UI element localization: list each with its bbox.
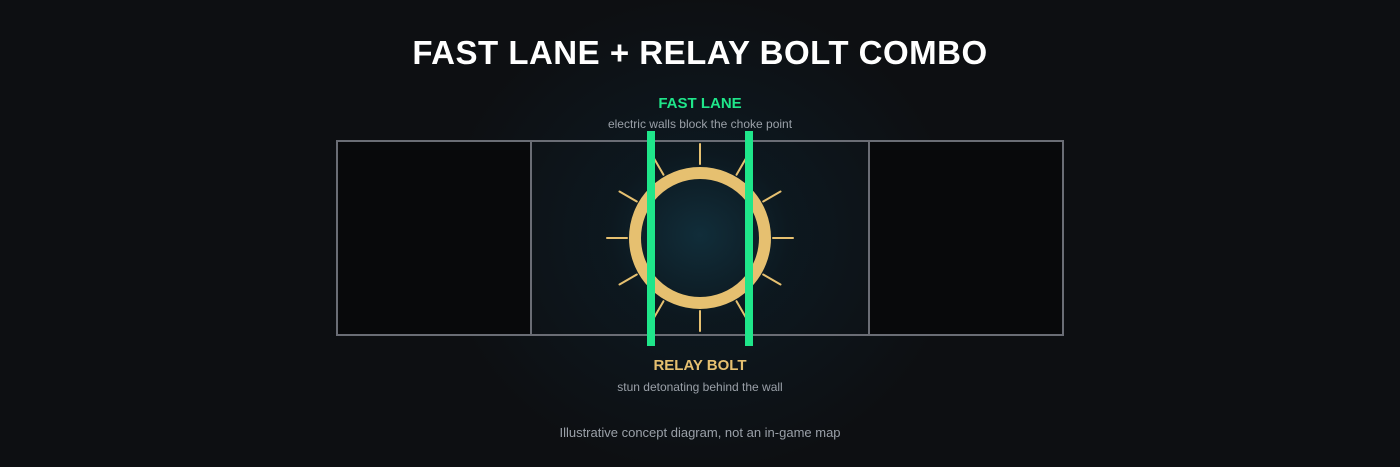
ray	[735, 300, 748, 320]
ray	[762, 190, 782, 203]
fast-lane-description: electric walls block the choke point	[607, 117, 793, 131]
page-title: FAST LANE + RELAY BOLT COMBO	[412, 34, 988, 71]
relay-bolt-ring	[629, 167, 771, 309]
ray	[618, 190, 638, 203]
ray	[762, 273, 782, 286]
ray	[735, 156, 748, 176]
left-room	[336, 140, 532, 336]
ray	[652, 300, 665, 320]
relay-bolt-description: stun detonating behind the wall	[617, 380, 783, 394]
relay-bolt-label: RELAY BOLT	[653, 357, 747, 374]
ray	[618, 273, 638, 286]
fast-lane-wall-right	[745, 131, 753, 346]
fast-lane-label: FAST LANE	[658, 95, 742, 112]
ray	[652, 156, 665, 176]
right-room	[868, 140, 1064, 336]
fast-lane-wall-left	[647, 131, 655, 346]
footnote: Illustrative concept diagram, not an in-…	[559, 425, 841, 440]
relay-bolt-rays	[606, 143, 794, 332]
